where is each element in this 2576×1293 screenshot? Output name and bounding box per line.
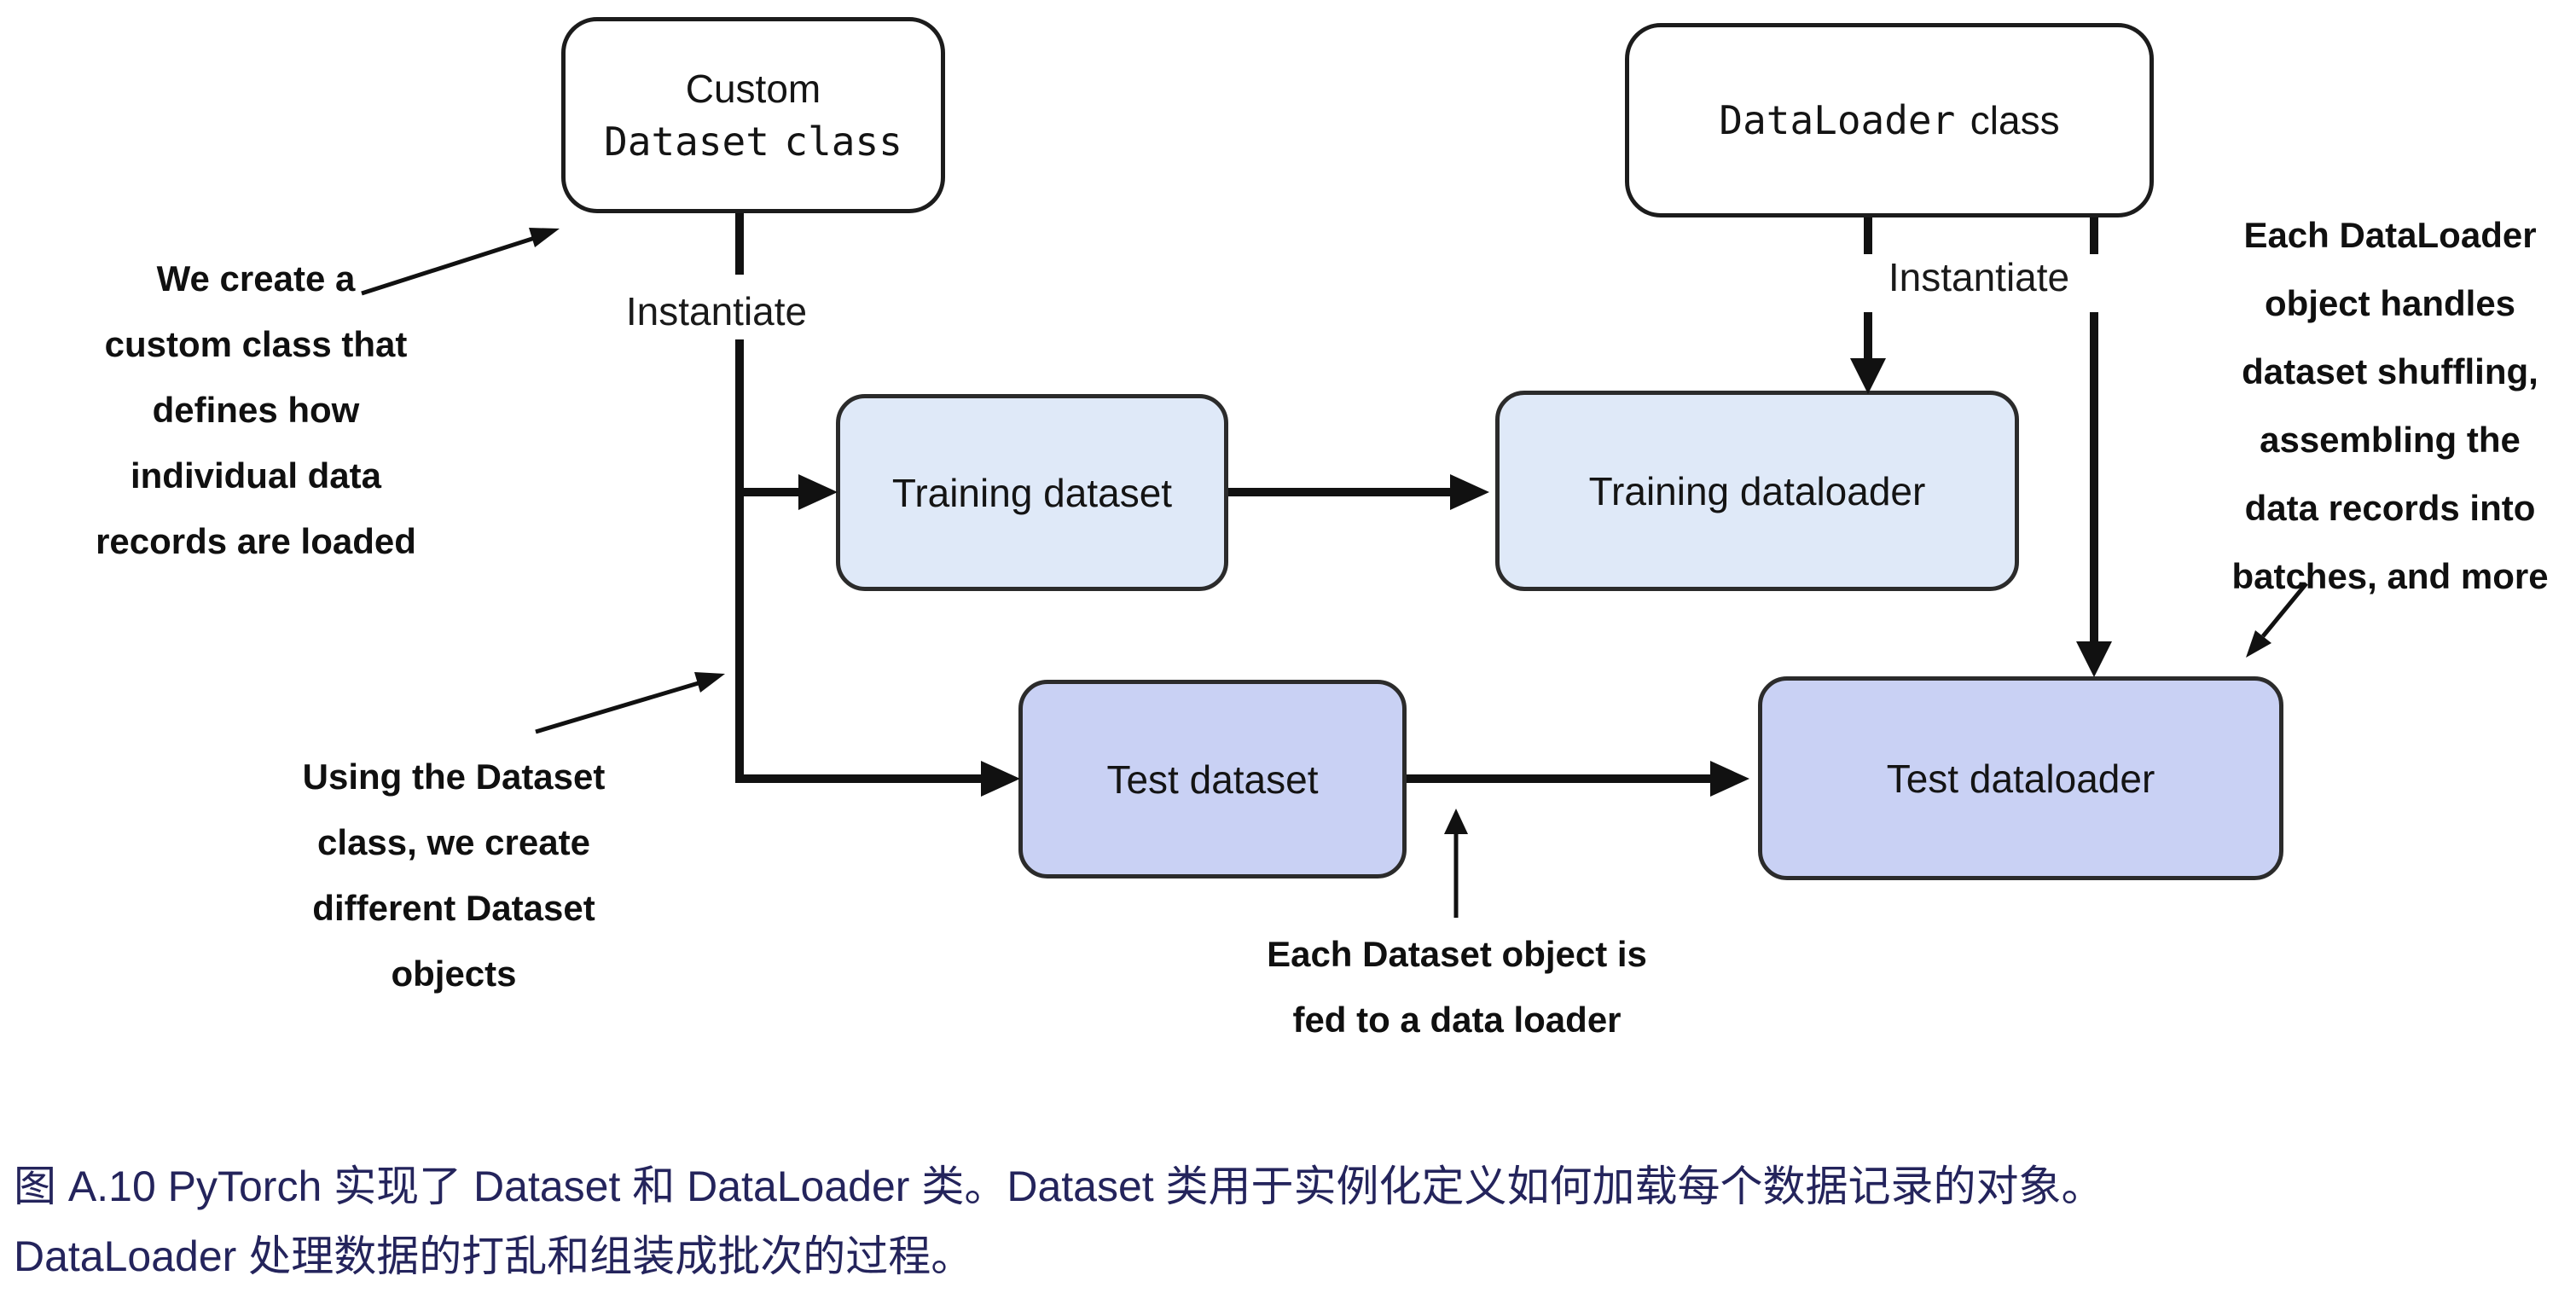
note-line: data records into	[2244, 488, 2536, 528]
note-line: objects	[391, 954, 517, 994]
dataloader-right-stub	[2090, 217, 2098, 258]
dataloader-left-arrowhead-icon	[1850, 358, 1886, 394]
training-dataset-label: Training dataset	[891, 470, 1173, 515]
instantiate-label-right: Instantiate	[1808, 254, 2150, 300]
note-arrow-to-test-dataloader	[2261, 582, 2308, 638]
note-line: class, we create	[317, 822, 590, 862]
note-create-custom-class: We create a custom class that defines ho…	[51, 246, 461, 574]
figure-caption: 图 A.10 PyTorch 实现了 Dataset 和 DataLoader …	[14, 1151, 2104, 1291]
note-arrowhead-icon	[1444, 809, 1468, 834]
training-arrowhead-icon	[1450, 474, 1489, 510]
note-dataloader-handles: Each DataLoader object handles dataset s…	[2185, 201, 2576, 611]
note-line: Each Dataset object is	[1267, 934, 1647, 974]
custom-dataset-class-line1: Custom	[685, 67, 821, 111]
note-line: batches, and more	[2231, 556, 2549, 596]
note-line: records are loaded	[96, 521, 416, 561]
note-line: different Dataset	[312, 888, 595, 928]
elbow-arrowhead-icon	[981, 761, 1020, 797]
note-line: We create a	[156, 258, 356, 299]
dataloader-right-arrow-line	[2090, 312, 2098, 643]
training-dataset-to-dataloader-arrow	[1228, 488, 1452, 496]
test-dataloader-box: Test dataloader	[1758, 676, 2283, 880]
note-arrowhead-icon	[694, 672, 725, 693]
note-line: defines how	[152, 390, 360, 430]
note-line: Each DataLoader	[2243, 215, 2537, 255]
test-dataset-to-dataloader-arrow	[1407, 774, 1712, 783]
note-arrow-to-custom-box	[361, 235, 538, 296]
training-dataset-box: Training dataset	[836, 394, 1228, 591]
test-dataloader-label: Test dataloader	[1886, 756, 2155, 801]
branch-arrowhead-icon	[798, 474, 838, 510]
training-dataloader-box: Training dataloader	[1495, 391, 2019, 591]
caption-line-2: DataLoader 处理数据的打乱和组装成批次的过程。	[14, 1232, 974, 1280]
dataloader-right-arrowhead-icon	[2076, 641, 2112, 677]
test-dataset-label: Test dataset	[1106, 757, 1319, 802]
note-line: dataset shuffling,	[2242, 351, 2538, 391]
note-line: Using the Dataset	[302, 757, 606, 797]
test-arrowhead-icon	[1710, 761, 1749, 797]
note-arrowhead-icon	[2246, 630, 2271, 658]
caption-line-1: 图 A.10 PyTorch 实现了 Dataset 和 DataLoader …	[14, 1163, 2104, 1210]
trunk-line-upper	[735, 213, 744, 275]
note-line: assembling the	[2260, 420, 2521, 460]
test-dataset-box: Test dataset	[1018, 680, 1407, 878]
note-arrowhead-icon	[529, 228, 560, 247]
note-arrow-to-trunk	[535, 680, 702, 734]
training-dataloader-label: Training dataloader	[1588, 468, 1926, 513]
dataloader-left-arrow-line	[1864, 312, 1872, 360]
elbow-arrow-to-test-dataset	[735, 774, 984, 783]
note-dataset-fed: Each Dataset object is fed to a data loa…	[1201, 921, 1713, 1052]
note-line: object handles	[2264, 283, 2516, 323]
note-line: individual data	[130, 455, 382, 496]
dataloader-left-stub	[1864, 217, 1872, 258]
note-line: custom class that	[104, 324, 408, 364]
note-line: fed to a data loader	[1292, 1000, 1622, 1040]
instantiate-label-left: Instantiate	[546, 288, 887, 334]
note-using-dataset-class: Using the Dataset class, we create diffe…	[249, 744, 659, 1006]
branch-arrow-to-training-dataset	[735, 488, 800, 496]
trunk-line-lower	[735, 339, 744, 783]
